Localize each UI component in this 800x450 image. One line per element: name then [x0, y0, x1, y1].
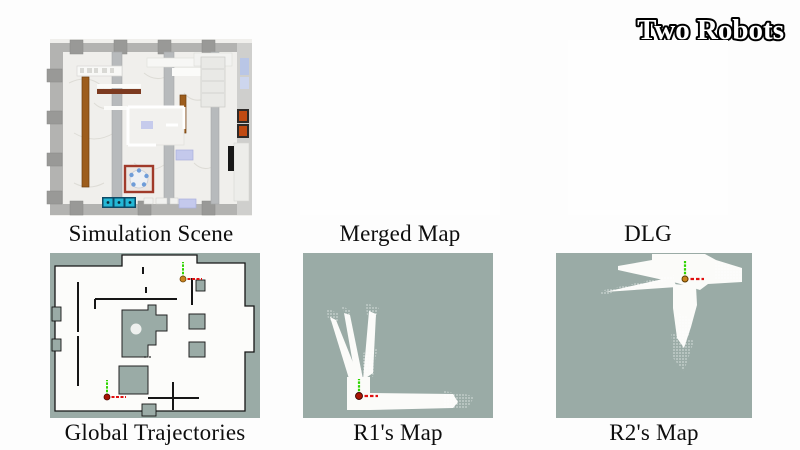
dlg-panel: [568, 40, 728, 215]
r1-map-panel: [303, 253, 493, 418]
occupancy-interior-blocks: [118, 304, 206, 395]
sim-cyan-cabinets: [102, 197, 136, 208]
occupancy-edge-notches: [51, 279, 206, 417]
merged-map-panel: [300, 40, 500, 215]
panel-label-merged-map: Merged Map: [339, 221, 461, 246]
sim-table-lavender-1: [175, 149, 194, 161]
map-background: [303, 253, 493, 418]
panel-label-r1-map: R1's Map: [353, 420, 443, 445]
panel-label-dlg: DLG: [624, 221, 672, 246]
sim-white-walls: [97, 84, 141, 110]
sim-middle-room: [126, 105, 186, 147]
r2-scan-speckle: [600, 261, 742, 371]
sim-shelves-topright: [146, 52, 249, 108]
panel-label-simulation-scene: Simulation Scene: [68, 221, 234, 246]
panel-label-global-trajectories: Global Trajectories: [64, 420, 246, 445]
panel-label-r2-map: R2's Map: [609, 420, 699, 445]
r1-scan-speckle: [327, 303, 475, 409]
occupancy-walls: [77, 267, 199, 410]
sim-right-equipment: [228, 109, 250, 202]
robot1-pose-axes-icon: [355, 379, 378, 400]
robot1-pose-axes-icon: [103, 380, 126, 401]
sim-wall-pillars: [46, 39, 216, 216]
r1-laser-scan: [330, 311, 458, 410]
global-trajectories-map: [50, 253, 260, 418]
r2-map-panel: [556, 253, 752, 418]
robot2-pose-axes-icon: [179, 262, 202, 283]
robot2-pose-axes-icon: [681, 261, 704, 283]
simulation-scene-panel: [46, 39, 252, 216]
sim-table-lavender-2: [178, 198, 197, 209]
sim-meeting-room: [123, 164, 155, 194]
occupancy-center-detail: [130, 323, 142, 335]
sim-bottom-items: [143, 197, 179, 205]
sim-shelf-topleft: [76, 65, 123, 77]
